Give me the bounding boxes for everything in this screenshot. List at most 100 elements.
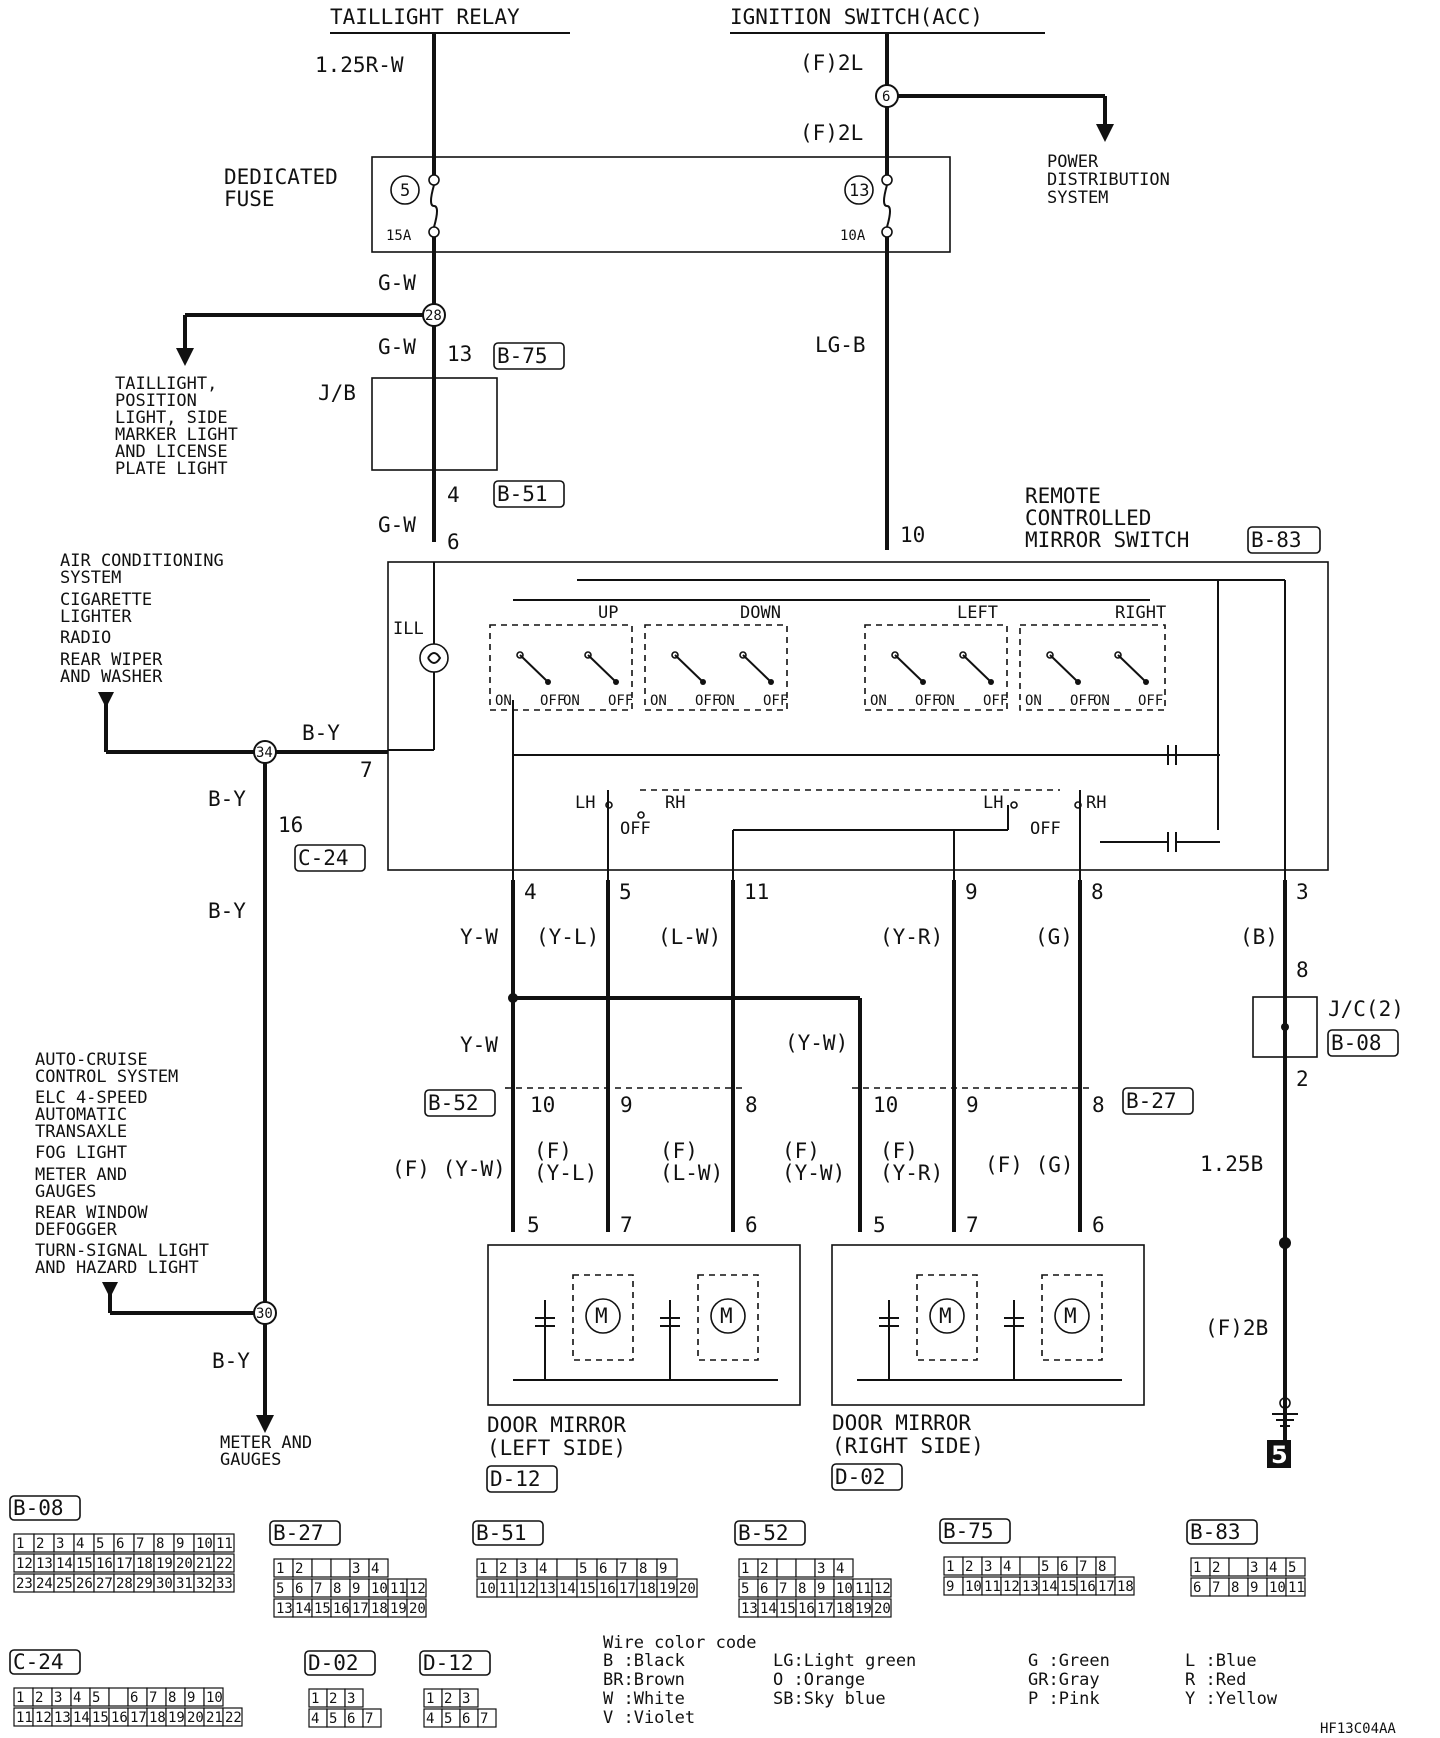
connector-pin-number: 1 [741,1561,749,1577]
connector-pin-number: 2 [329,1691,337,1707]
connector-pin-number: 6 [599,1561,607,1577]
connector-pin-number: 13 [54,1710,71,1726]
connector-pin-number: 24 [36,1576,53,1592]
connector-pin-number: 5 [579,1561,587,1577]
motor-label: M [1064,1304,1077,1328]
connector-name: B-83 [1190,1520,1241,1544]
ignition-switch-label: IGNITION SWITCH(ACC) [730,5,983,29]
connector-pin-number: 11 [984,1579,1001,1595]
b52-pin-9: 9 [620,1093,633,1117]
off-label: OFF [695,693,720,709]
connector-pin-number: 12 [1003,1579,1020,1595]
connector-tag [939,1518,1011,1544]
wire-by-4: B-Y [212,1349,250,1373]
connector-pin-number: 20 [176,1556,193,1572]
legend-g: G :Green [1028,1651,1110,1671]
wire-yw-3: (Y-W) [785,1031,848,1055]
connector-pin-number: 31 [176,1576,193,1592]
connector-pin-number: 13 [1022,1579,1039,1595]
connector-pin-number: 7 [365,1711,373,1727]
connector-pin-number: 14 [73,1710,90,1726]
connector-pin-number: 7 [314,1581,322,1597]
connector-pin-number: 9 [187,1690,195,1706]
connector-pin-number: 12 [874,1581,891,1597]
connector-pin [795,1558,816,1578]
fuse-10a: 10A [840,228,866,244]
on-label: ON [718,693,735,709]
jc-box [1252,996,1318,1058]
mirror-switch-box [387,561,1329,871]
pin-10-switch: 10 [900,523,925,547]
connector-tag [734,1520,806,1546]
legend-title: Wire color code [603,1633,757,1653]
list2-8: GAUGES [35,1182,96,1202]
conn-b75-label: B-75 [497,344,548,368]
illumination-lamp-icon [419,643,449,673]
list2-9: REAR WINDOW [35,1203,148,1223]
connector-pin-number: 14 [559,1581,576,1597]
list2-3: ELC 4-SPEED [35,1088,148,1108]
connector-pin-number: 18 [1117,1579,1134,1595]
connector-pin-number: 19 [659,1581,676,1597]
connector-pin [222,1707,243,1727]
wire-f-yw: (F) (Y-W) [392,1157,506,1181]
connector-pin-number: 4 [73,1690,81,1706]
connector-pin [676,1578,698,1598]
connector-pin [871,1598,892,1618]
motor-icon [585,1298,621,1334]
node-34-label: 34 [256,745,273,761]
connector-pin-number: 1 [946,1559,954,1575]
connector-pin-number: 17 [116,1556,133,1572]
connector-name: D-02 [308,1651,359,1675]
on-label: ON [1025,693,1042,709]
off-label: OFF [983,693,1008,709]
power-dist-1: POWER [1047,152,1099,172]
connector-tag [1186,1519,1258,1545]
off-label: OFF [915,693,940,709]
connector-pin-number: 5 [92,1690,100,1706]
connector-pin [203,1687,224,1707]
connector-pin-number: 3 [817,1561,825,1577]
connector-pin-number: 16 [798,1601,815,1617]
wire-yw: Y-W [460,925,498,949]
connector-pin-number: 30 [156,1576,173,1592]
list2-1: AUTO-CRUISE [35,1050,148,1070]
connector-pin-number: 13 [276,1601,293,1617]
connector-pin-number: 4 [311,1711,319,1727]
connector-pin [406,1578,427,1598]
connector-pin-number: 5 [444,1711,452,1727]
connector-pin-number: 3 [984,1559,992,1575]
mirror-right-2: (RIGHT SIDE) [832,1434,984,1458]
connector-pin-number: 21 [206,1710,223,1726]
power-dist-2: DISTRIBUTION [1047,170,1170,190]
wire-f2b: (F)2B [1205,1316,1268,1340]
connector-pin-number: 14 [760,1601,777,1617]
connector-pin-number: 22 [216,1556,233,1572]
meter-2: GAUGES [220,1450,281,1470]
connector-pin-number: 6 [130,1690,138,1706]
connector-pin-number: 28 [116,1576,133,1592]
connector-tag [9,1495,81,1521]
connector-pin-number: 5 [741,1581,749,1597]
switch-down [644,624,788,711]
connector-pin-number: 10 [1269,1580,1286,1596]
connector-pin-number: 5 [1288,1560,1296,1576]
connector-pin-number: 20 [187,1710,204,1726]
connector-pin [656,1558,678,1578]
connector-pin-number: 4 [539,1561,547,1577]
taillight-list-5: AND LICENSE [115,442,228,462]
connector-pin-number: 20 [679,1581,696,1597]
off-label: OFF [763,693,788,709]
connector-pin [330,1558,351,1578]
on-label: ON [938,693,955,709]
rh-label-2: RH [1086,793,1106,813]
jb-label: J/B [318,381,356,405]
connector-pin-number: 12 [35,1710,52,1726]
switch-title-3: MIRROR SWITCH [1025,528,1189,552]
ac-system-2: SYSTEM [60,568,121,588]
connector-pin-number: 3 [1250,1560,1258,1576]
connector-pin-number: 5 [329,1711,337,1727]
connector-pin [406,1598,427,1618]
arrow-power-dist [1096,124,1114,142]
connector-pin-number: 21 [196,1556,213,1572]
